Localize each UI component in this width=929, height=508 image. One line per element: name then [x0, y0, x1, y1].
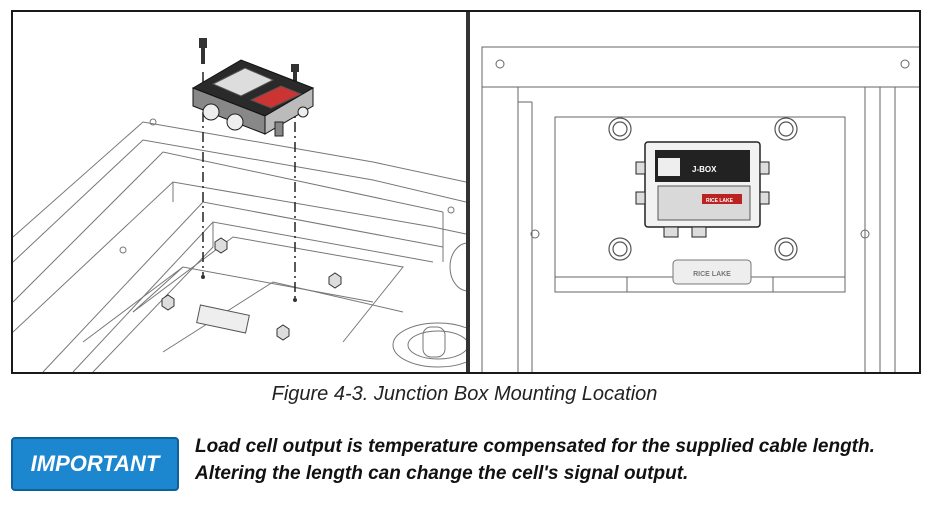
- top-down-illustration: J-BOX RICE LAKE RICE LAKE: [481, 46, 919, 372]
- jbox-brand: RICE LAKE: [706, 198, 734, 204]
- note-line-2: Altering the length can change the cell'…: [195, 463, 689, 484]
- top-down-mounting-view: J-BOX RICE LAKE RICE LAKE: [470, 12, 919, 372]
- figure-frame: J-BOX RICE LAKE RICE LAKE: [11, 10, 921, 374]
- isometric-illustration: [13, 38, 466, 372]
- jbox-label: J-BOX: [692, 165, 717, 174]
- figure-caption: Figure 4-3. Junction Box Mounting Locati…: [271, 383, 658, 405]
- important-badge: IMPORTANT: [11, 437, 179, 491]
- important-note: Load cell output is temperature compensa…: [195, 433, 915, 487]
- panel-divider: [466, 12, 470, 372]
- junction-box-front: J-BOX RICE LAKE: [635, 141, 770, 238]
- plate-label: RICE LAKE: [693, 271, 731, 278]
- isometric-mounting-view: [13, 12, 466, 372]
- note-line-1: Load cell output is temperature compensa…: [195, 436, 875, 457]
- junction-box-isometric: [191, 59, 315, 137]
